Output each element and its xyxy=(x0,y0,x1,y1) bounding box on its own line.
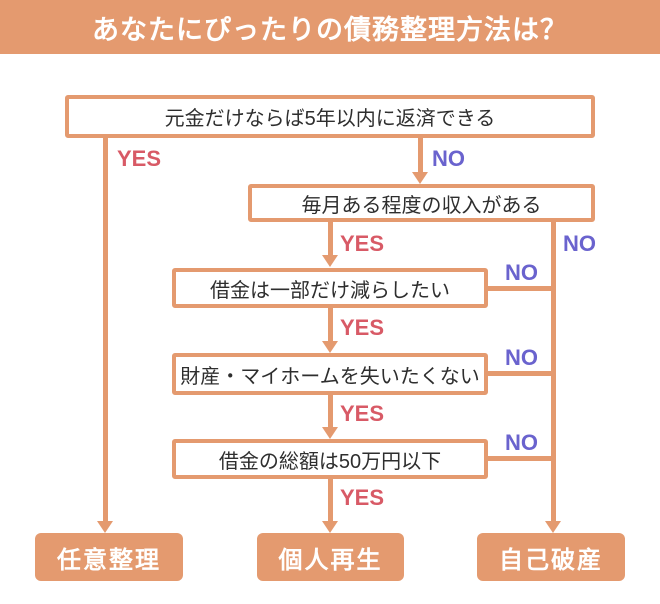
edge-q4-yes-line xyxy=(328,394,333,428)
edge-q3-no-line xyxy=(486,286,553,291)
edge-q1-no-line xyxy=(418,137,423,174)
question-box-3: 借金は一部だけ減らしたい xyxy=(172,268,488,308)
title-banner: あなたにぴったりの債務整理方法は？ xyxy=(0,0,660,54)
label-q2-no: NO xyxy=(563,231,596,256)
question-box-1: 元金だけならば5年以内に返済できる xyxy=(65,95,595,138)
question-box-2: 毎月ある程度の収入がある xyxy=(248,184,595,222)
arrow-down-icon xyxy=(322,341,338,353)
result-box-individual-rehabilitation: 個人再生 xyxy=(257,533,404,581)
result-box-bankruptcy: 自己破産 xyxy=(477,533,625,581)
label-q2-yes: YES xyxy=(340,231,385,256)
label-q4-no: NO xyxy=(505,345,538,370)
label-q5-no: NO xyxy=(505,430,538,455)
edge-q1-yes-line xyxy=(103,137,108,523)
edge-q5-no-line xyxy=(485,456,553,461)
edge-q2-yes-line xyxy=(328,221,333,256)
page-title: あなたにぴったりの債務整理方法は？ xyxy=(92,14,568,45)
arrow-down-icon xyxy=(322,521,338,533)
label-q1-yes: YES xyxy=(117,146,162,171)
edge-no-rail-line xyxy=(551,221,556,522)
question-box-5: 借金の総額は50万円以下 xyxy=(172,439,488,479)
arrow-down-icon xyxy=(322,255,338,267)
arrow-down-icon xyxy=(322,427,338,439)
arrow-down-icon xyxy=(412,172,428,184)
label-q3-yes: YES xyxy=(340,315,385,340)
arrow-down-icon xyxy=(97,521,113,533)
question-box-4: 財産・マイホームを失いたくない xyxy=(172,353,488,395)
result-box-voluntary-arrangement: 任意整理 xyxy=(35,533,183,581)
label-q3-no: NO xyxy=(505,260,538,285)
edge-q5-yes-line xyxy=(328,478,333,522)
label-q5-yes: YES xyxy=(340,485,385,510)
edge-q4-no-line xyxy=(486,371,553,376)
arrow-down-icon xyxy=(545,521,561,533)
edge-q3-yes-line xyxy=(328,307,333,343)
label-q1-no: NO xyxy=(432,146,465,171)
label-q4-yes: YES xyxy=(340,401,385,426)
